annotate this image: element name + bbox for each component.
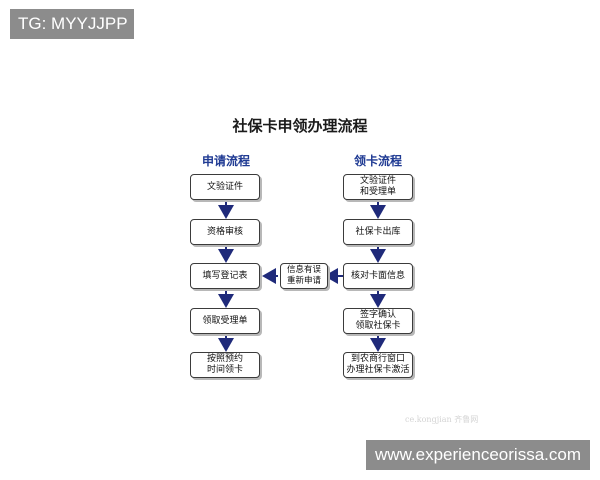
right-step-3-box: 核对卡面信息 [343, 263, 413, 289]
left-step-1-box: 文验证件 [190, 174, 260, 200]
left-column-heading: 申请流程 [201, 154, 250, 168]
right-step-4-box: 签字确认 领取社保卡 [343, 308, 413, 334]
flowchart-title: 社保卡申领办理流程 [232, 117, 368, 135]
right-step-2-box: 社保卡出库 [343, 219, 413, 245]
left-step-3-box: 填写登记表 [190, 263, 260, 289]
left-step-4-box: 领取受理单 [190, 308, 260, 334]
tg-tag-label: TG: MYYJJPP [10, 9, 134, 39]
website-url-label: www.experienceorissa.com [366, 440, 590, 470]
right-column-heading: 领卡流程 [353, 154, 402, 168]
left-step-2-box: 资格审核 [190, 219, 260, 245]
right-step-5-box: 到农商行窗口 办理社保卡激活 [343, 352, 413, 378]
middle-reapply-box: 信息有误 重新申请 [280, 263, 328, 289]
source-watermark: ce.kongjian 齐鲁网 [405, 415, 479, 424]
right-step-1-box: 文验证件 和受理单 [343, 174, 413, 200]
left-step-5-box: 按照预约 时间领卡 [190, 352, 260, 378]
